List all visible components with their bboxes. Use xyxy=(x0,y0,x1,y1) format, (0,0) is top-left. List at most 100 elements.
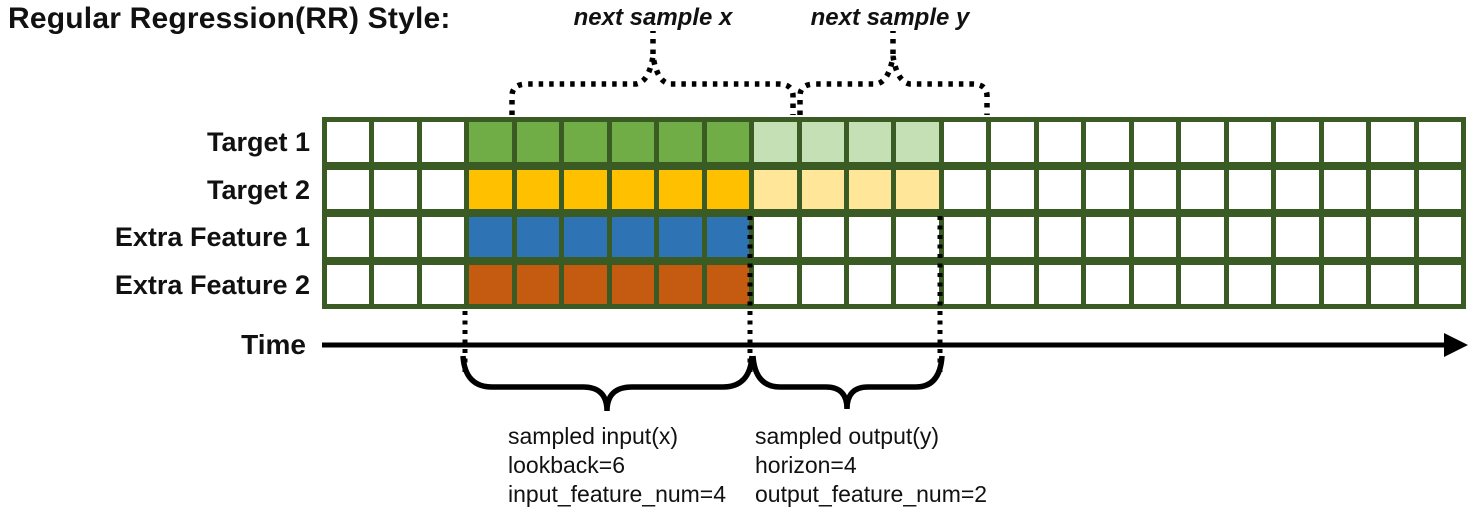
grid-cell xyxy=(943,169,987,209)
grid-cell xyxy=(1276,122,1319,162)
lookback-note: lookback=6 xyxy=(508,452,625,478)
grid-cell xyxy=(1228,169,1272,209)
grid-cell xyxy=(1228,217,1272,257)
grid-cell xyxy=(1133,122,1177,162)
grid-cell xyxy=(421,217,465,257)
grid-cell xyxy=(849,122,892,162)
grid-cell xyxy=(659,169,702,209)
row-label: Target 1 xyxy=(206,127,310,157)
grid-cell xyxy=(943,264,987,304)
grid-cell xyxy=(991,169,1034,209)
grid-cell xyxy=(1418,217,1461,257)
grid-cell xyxy=(1133,264,1177,304)
grid-cell xyxy=(706,169,750,209)
grid-cell xyxy=(1133,217,1177,257)
grid-cell xyxy=(1418,169,1461,209)
grid-cell xyxy=(754,169,797,209)
sampled-output-notes: sampled output(y) horizon=4 output_featu… xyxy=(755,422,987,509)
grid-cell xyxy=(1181,122,1224,162)
grid-cell xyxy=(659,264,702,304)
grid-cell xyxy=(327,169,370,209)
sampled-output-title: sampled output(y) xyxy=(755,423,940,449)
grid-cell xyxy=(754,264,797,304)
grid-cell xyxy=(1038,217,1082,257)
grid-cell xyxy=(516,169,560,209)
grid-cell xyxy=(1371,264,1414,304)
next-sample-y-label: next sample y xyxy=(810,4,970,31)
grid-cell xyxy=(421,169,465,209)
grid-cell xyxy=(1086,122,1129,162)
grid-cell xyxy=(849,217,892,257)
grid-cell xyxy=(1086,169,1129,209)
grid-cell xyxy=(754,217,797,257)
grid-cell xyxy=(516,217,560,257)
grid-cell xyxy=(516,122,560,162)
grid-cell xyxy=(564,169,607,209)
output-feature-num-note: output_feature_num=2 xyxy=(755,481,988,507)
grid-cell xyxy=(469,217,512,257)
grid-cell xyxy=(1228,122,1272,162)
grid-cell xyxy=(801,217,845,257)
grid-cell xyxy=(706,264,750,304)
grid-cell xyxy=(896,122,939,162)
grid-cell xyxy=(1181,217,1224,257)
grid-cell xyxy=(1228,264,1272,304)
grid-cell xyxy=(1418,264,1461,304)
grid-cell xyxy=(611,169,655,209)
grid-cell xyxy=(611,217,655,257)
sampled-input-notes: sampled input(x) lookback=6 input_featur… xyxy=(508,422,726,509)
horizon-note: horizon=4 xyxy=(755,452,857,478)
grid-cell xyxy=(659,217,702,257)
grid-cell xyxy=(1323,169,1367,209)
grid-cell xyxy=(564,264,607,304)
next-sample-y-brace xyxy=(797,55,990,115)
grid-cell xyxy=(516,264,560,304)
grid-cell xyxy=(1086,264,1129,304)
grid-cell xyxy=(706,122,750,162)
grid-cell xyxy=(943,122,987,162)
grid-cell xyxy=(374,217,417,257)
grid-cell xyxy=(896,264,939,304)
row-label: Target 2 xyxy=(206,174,310,205)
row-label: Extra Feature 1 xyxy=(114,222,310,252)
grid-cell xyxy=(849,264,892,304)
sampled-input-brace xyxy=(460,355,755,412)
input-feature-num-note: input_feature_num=4 xyxy=(508,481,727,507)
grid-cell xyxy=(896,217,939,257)
grid-cell xyxy=(469,169,512,209)
grid-cell xyxy=(1133,169,1177,209)
grid-cell xyxy=(1371,217,1414,257)
grid-cell xyxy=(327,264,370,304)
grid-cell xyxy=(991,122,1034,162)
grid-cell xyxy=(1323,217,1367,257)
grid-cell xyxy=(1371,122,1414,162)
grid-cell xyxy=(706,217,750,257)
grid-cell xyxy=(896,169,939,209)
grid-cell xyxy=(564,122,607,162)
grid-cell xyxy=(659,122,702,162)
next-sample-x-label: next sample x xyxy=(573,4,733,31)
grid-cell xyxy=(754,122,797,162)
grid-cell xyxy=(801,264,845,304)
sampled-input-title: sampled input(x) xyxy=(508,423,679,449)
next-sample-x-brace xyxy=(509,55,796,115)
grid-cell xyxy=(991,217,1034,257)
grid-cell xyxy=(1276,217,1319,257)
grid-cell xyxy=(1323,122,1367,162)
grid-cell xyxy=(1038,264,1082,304)
grid-cell xyxy=(1276,264,1319,304)
sampled-output-brace xyxy=(750,355,945,410)
time-series-grid xyxy=(322,117,1466,309)
time-axis-label: Time xyxy=(241,329,306,360)
diagram-title: Regular Regression(RR) Style: xyxy=(8,2,451,35)
grid-cell xyxy=(943,217,987,257)
grid-cell xyxy=(1181,264,1224,304)
grid-cell xyxy=(1276,169,1319,209)
grid-cell xyxy=(801,122,845,162)
grid-cell xyxy=(1323,264,1367,304)
grid-cell xyxy=(374,169,417,209)
grid-cell xyxy=(327,217,370,257)
grid-cell xyxy=(327,122,370,162)
grid-cell xyxy=(611,264,655,304)
